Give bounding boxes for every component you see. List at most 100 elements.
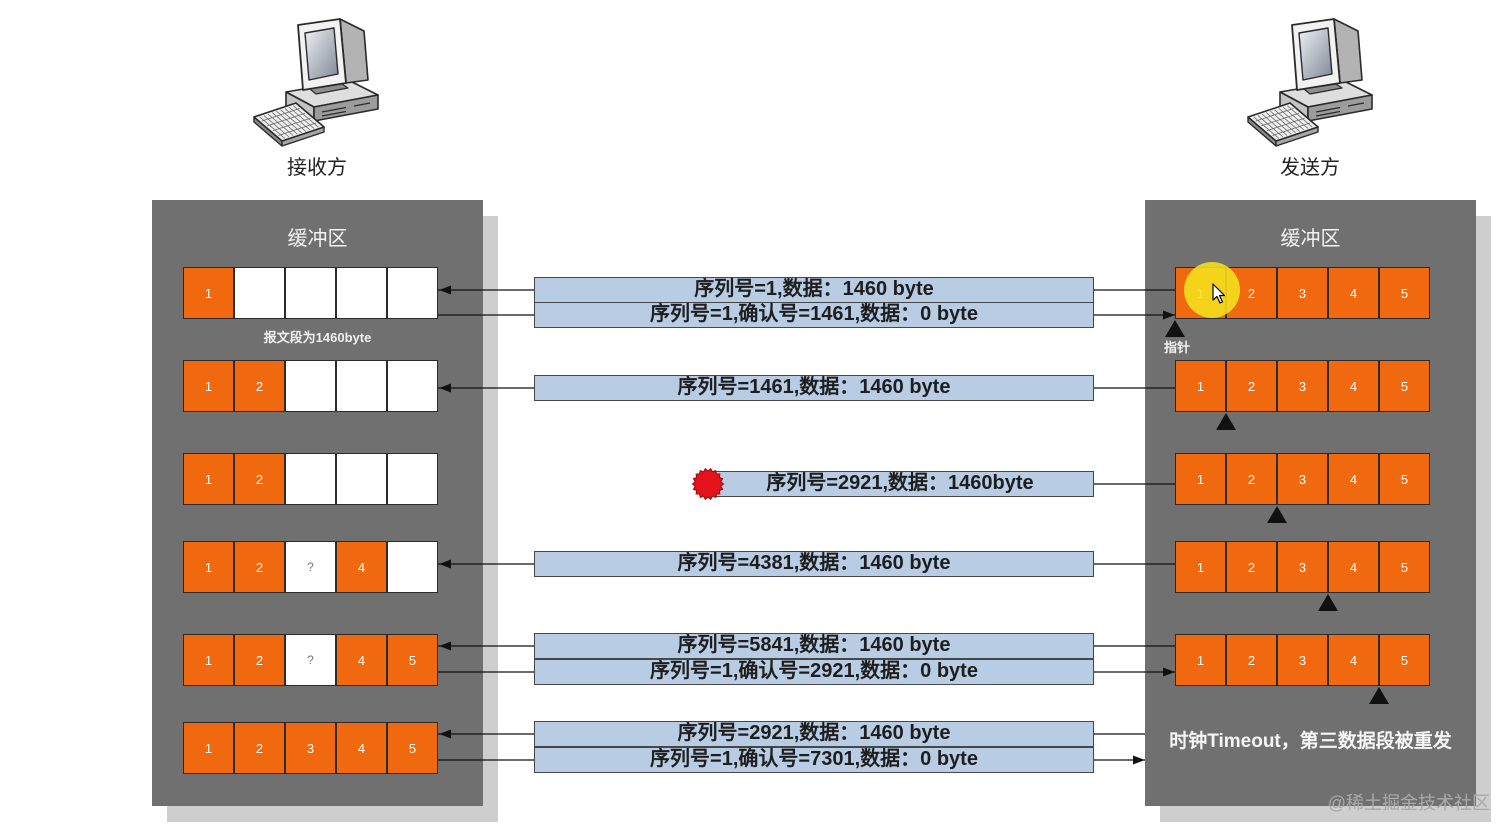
empty-segment-cell <box>234 267 285 319</box>
received-segment-cell: 1 <box>183 634 234 686</box>
empty-segment-cell: ? <box>285 541 336 593</box>
arrowhead <box>439 729 451 739</box>
message-bar: 序列号=4381,数据：1460 byte <box>534 551 1094 577</box>
received-segment-cell: 2 <box>234 722 285 774</box>
packet-loss-marker-icon <box>691 467 725 501</box>
received-segment-cell: 1 <box>183 360 234 412</box>
message-bar: 序列号=1,数据：1460 byte <box>534 277 1094 303</box>
sent-segment-cell: 1 <box>1175 541 1226 593</box>
sent-segment-cell: 5 <box>1379 541 1430 593</box>
sent-segment-cell: 3 <box>1277 541 1328 593</box>
sent-segment-cell: 3 <box>1277 267 1328 319</box>
watermark-text: @稀土掘金技术社区 <box>1327 793 1490 813</box>
message-bar: 序列号=2921,数据：1460 byte <box>534 721 1094 747</box>
received-segment-cell: 4 <box>336 541 387 593</box>
empty-segment-cell <box>336 453 387 505</box>
empty-segment-cell <box>387 267 438 319</box>
message-text: 序列号=4381,数据：1460 byte <box>677 552 951 574</box>
received-segment-cell: 3 <box>285 722 336 774</box>
receiver-buffer-title: 缓冲区 <box>287 228 348 250</box>
arrowhead <box>439 559 451 569</box>
arrowhead <box>1163 310 1175 320</box>
send-pointer-marker <box>1369 687 1389 704</box>
sent-segment-cell: 1 <box>1175 360 1226 412</box>
send-pointer-marker <box>1267 506 1287 523</box>
sent-segment-cell: 2 <box>1226 541 1277 593</box>
empty-segment-cell <box>336 267 387 319</box>
send-pointer-marker <box>1216 413 1236 430</box>
sent-segment-cell: 3 <box>1277 360 1328 412</box>
sent-segment-cell: 3 <box>1277 453 1328 505</box>
message-text: 序列号=1,确认号=7301,数据：0 byte <box>650 748 978 770</box>
received-segment-cell: 1 <box>183 541 234 593</box>
lost-message-bar: 序列号=2921,数据：1460byte <box>706 471 1094 497</box>
received-segment-cell: 5 <box>387 722 438 774</box>
message-text: 序列号=2921,数据：1460 byte <box>677 722 951 744</box>
empty-segment-cell <box>387 360 438 412</box>
received-segment-cell: 2 <box>234 634 285 686</box>
received-segment-cell: 2 <box>234 453 285 505</box>
empty-segment-cell <box>285 360 336 412</box>
sent-segment-cell: 1 <box>1175 453 1226 505</box>
sender-buffer-title: 缓冲区 <box>1280 228 1341 250</box>
message-text: 序列号=5841,数据：1460 byte <box>677 634 951 656</box>
sent-segment-cell: 5 <box>1379 634 1430 686</box>
empty-segment-cell <box>285 453 336 505</box>
sent-segment-cell: 2 <box>1226 453 1277 505</box>
received-segment-cell: 2 <box>234 360 285 412</box>
sent-segment-cell: 4 <box>1328 360 1379 412</box>
receiver-buffer-row: 1 <box>183 267 438 319</box>
empty-segment-cell <box>336 360 387 412</box>
sent-segment-cell: 4 <box>1328 634 1379 686</box>
arrowhead <box>439 285 451 295</box>
arrowhead <box>1133 755 1145 765</box>
message-text: 序列号=1,确认号=1461,数据：0 byte <box>650 303 978 325</box>
sent-segment-cell: 5 <box>1379 267 1430 319</box>
empty-segment-cell <box>387 453 438 505</box>
received-segment-cell: 1 <box>183 722 234 774</box>
message-bar: 序列号=5841,数据：1460 byte <box>534 633 1094 659</box>
sent-segment-cell: 4 <box>1328 267 1379 319</box>
message-bar: 序列号=1461,数据：1460 byte <box>534 375 1094 401</box>
sent-segment-cell: 5 <box>1379 453 1430 505</box>
message-bar: 序列号=1,确认号=1461,数据：0 byte <box>534 302 1094 328</box>
cursor-highlight <box>1184 262 1240 318</box>
sent-segment-cell: 4 <box>1328 541 1379 593</box>
sent-segment-cell: 2 <box>1226 360 1277 412</box>
empty-segment-cell: ? <box>285 634 336 686</box>
pointer-label: 指针 <box>1164 340 1191 355</box>
empty-segment-cell <box>387 541 438 593</box>
arrowhead <box>1163 667 1175 677</box>
received-segment-cell: 2 <box>234 541 285 593</box>
segment-size-note: 报文段为1460byte <box>263 330 372 345</box>
sent-segment-cell: 1 <box>1175 634 1226 686</box>
received-segment-cell: 4 <box>336 634 387 686</box>
message-bar: 序列号=1,确认号=7301,数据：0 byte <box>534 747 1094 773</box>
sent-segment-cell: 5 <box>1379 360 1430 412</box>
send-pointer-marker <box>1165 320 1185 337</box>
arrowhead <box>439 383 451 393</box>
message-text: 序列号=1,数据：1460 byte <box>694 278 934 300</box>
message-bar: 序列号=1,确认号=2921,数据：0 byte <box>534 659 1094 685</box>
message-text: 序列号=2921,数据：1460byte <box>766 472 1034 494</box>
received-segment-cell: 1 <box>183 453 234 505</box>
received-segment-cell: 1 <box>183 267 234 319</box>
sent-segment-cell: 3 <box>1277 634 1328 686</box>
received-segment-cell: 4 <box>336 722 387 774</box>
arrowhead <box>439 641 451 651</box>
mouse-cursor-icon <box>1212 283 1226 304</box>
sent-segment-cell: 4 <box>1328 453 1379 505</box>
timeout-note: 时钟Timeout，第三数据段被重发 <box>1169 731 1452 752</box>
message-text: 序列号=1461,数据：1460 byte <box>677 376 951 398</box>
sender-label: 发送方 <box>1280 157 1340 179</box>
